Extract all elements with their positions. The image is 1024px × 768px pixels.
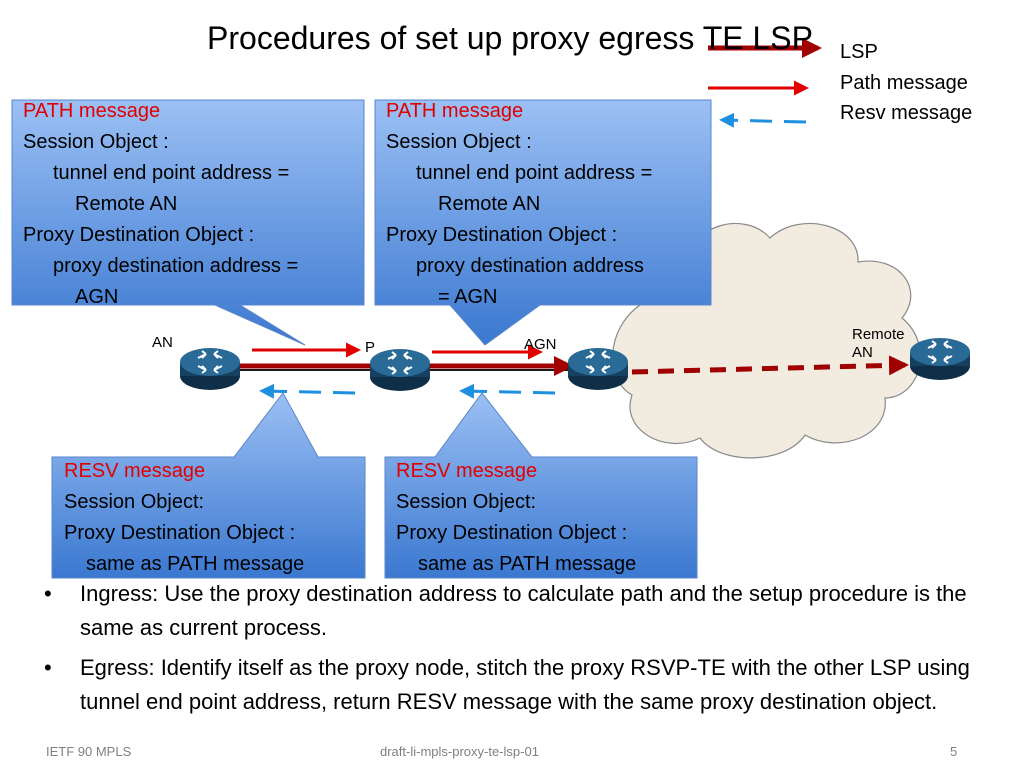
callout-line: AGN (75, 286, 119, 308)
callout-heading: PATH message (386, 100, 524, 122)
callout-heading: RESV message (64, 460, 206, 482)
callout-line: Session Object: (64, 491, 205, 513)
router-an-icon (179, 347, 241, 391)
callout-line: Session Object : (386, 131, 532, 153)
bullet-dot-icon: • (44, 581, 52, 606)
callout-line: Proxy Destination Object : (23, 224, 255, 246)
callout-line: tunnel end point address = (53, 162, 290, 184)
legend-resv-line (719, 112, 807, 128)
callout-path-right (374, 99, 712, 346)
node-label-agn: AGN (524, 336, 557, 353)
lsp-agn-remote (631, 355, 909, 376)
callout-path-left (11, 99, 365, 346)
callout-heading: RESV message (396, 460, 538, 482)
legend-path-label: Path message (840, 72, 968, 94)
callout-path-right-text: PATH message Session Object : tunnel end… (386, 96, 652, 313)
resv-arrow-agn-p (459, 383, 556, 399)
callout-resv-left-text: RESV message Session Object: Proxy Desti… (64, 456, 304, 580)
router-remote-an-icon (909, 337, 971, 381)
callout-resv-right (384, 392, 698, 579)
router-agn-icon (567, 347, 629, 391)
bullet-text: Egress: Identify itself as the proxy nod… (80, 655, 970, 714)
callout-line: Proxy Destination Object : (396, 522, 628, 544)
node-label-an: AN (152, 334, 173, 351)
callout-line: Remote AN (75, 193, 178, 215)
node-label-remote-an: Remote AN (852, 326, 905, 362)
node-label-remote-an-line1: Remote (852, 326, 905, 343)
callout-line: Remote AN (438, 193, 541, 215)
bullet-text: Ingress: Use the proxy destination addre… (80, 581, 967, 640)
callout-line: = AGN (438, 286, 498, 308)
callout-line: same as PATH message (418, 553, 637, 575)
callout-heading: PATH message (23, 100, 161, 122)
callout-line: Session Object : (23, 131, 169, 153)
callout-resv-left (51, 392, 366, 579)
callout-resv-right-text: RESV message Session Object: Proxy Desti… (396, 456, 636, 580)
bullet-list: • Ingress: Use the proxy destination add… (44, 577, 1004, 725)
slide-title: Procedures of set up proxy egress TE LSP (207, 20, 813, 56)
footer-page-number: 5 (950, 744, 958, 759)
bullet-item: • Egress: Identify itself as the proxy n… (44, 651, 1004, 719)
callout-line: proxy destination address (416, 255, 644, 277)
legend-lsp-label: LSP (840, 41, 878, 63)
bullet-dot-icon: • (44, 655, 52, 680)
callout-line: proxy destination address = (53, 255, 299, 277)
callout-line: tunnel end point address = (416, 162, 653, 184)
node-label-remote-an-line2: AN (852, 344, 873, 361)
resv-arrow-p-an (259, 383, 356, 399)
callout-line: Proxy Destination Object : (386, 224, 618, 246)
callout-path-left-text: PATH message Session Object : tunnel end… (23, 96, 298, 313)
router-p-icon (369, 348, 431, 392)
node-label-p: P (365, 339, 376, 356)
callout-line: same as PATH message (86, 553, 305, 575)
footer-center: draft-li-mpls-proxy-te-lsp-01 (380, 744, 539, 759)
footer-left: IETF 90 MPLS (46, 744, 132, 759)
callout-line: Proxy Destination Object : (64, 522, 296, 544)
legend-resv-label: Resv message (840, 102, 973, 124)
callout-line: Session Object: (396, 491, 537, 513)
bullet-item: • Ingress: Use the proxy destination add… (44, 577, 1004, 645)
